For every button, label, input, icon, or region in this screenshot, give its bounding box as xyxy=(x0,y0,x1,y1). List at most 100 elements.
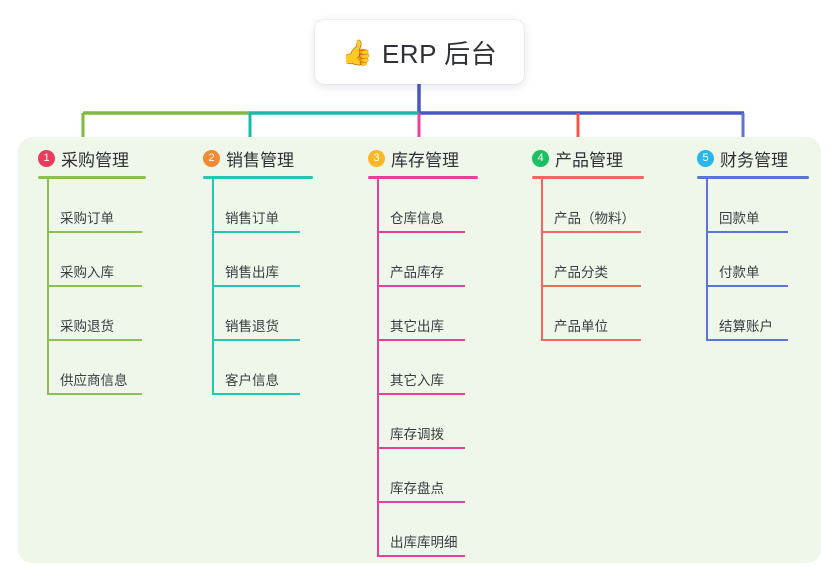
branch-title: 库存管理 xyxy=(391,150,459,170)
branch-item-label: 产品分类 xyxy=(554,265,608,280)
branch-number-badge: 2 xyxy=(203,149,220,167)
branch-item-rule xyxy=(377,555,465,557)
branch-item[interactable]: 仓库信息 xyxy=(368,179,478,233)
branch-item-label: 库存盘点 xyxy=(390,481,444,496)
branch-item-rule xyxy=(377,393,465,395)
branch-item[interactable]: 回款单 xyxy=(697,179,809,233)
branch-item-rule xyxy=(212,231,300,233)
branch-number-badge: 1 xyxy=(38,149,55,167)
branch-item[interactable]: 其它入库 xyxy=(368,341,478,395)
branch-header-2[interactable]: 2 销售管理 xyxy=(203,146,313,170)
branch-item-rule xyxy=(541,339,641,341)
branch-item[interactable]: 销售出库 xyxy=(203,233,313,287)
branch-title: 采购管理 xyxy=(61,150,129,170)
branch-number-badge: 3 xyxy=(368,149,385,167)
branch-item[interactable]: 产品库存 xyxy=(368,233,478,287)
branch-column-2: 2 销售管理销售订单销售出库销售退货客户信息 xyxy=(203,146,313,395)
branch-item[interactable]: 库存调拨 xyxy=(368,395,478,449)
branch-item[interactable]: 产品单位 xyxy=(532,287,644,341)
branch-item[interactable]: 销售退货 xyxy=(203,287,313,341)
branch-header-5[interactable]: 5 财务管理 xyxy=(697,146,809,170)
branch-item[interactable]: 销售订单 xyxy=(203,179,313,233)
branch-item-list: 回款单付款单结算账户 xyxy=(697,179,809,341)
thumbs-up-icon: 👍 xyxy=(341,37,373,67)
branch-spine xyxy=(47,179,49,395)
branch-column-3: 3 库存管理仓库信息产品库存其它出库其它入库库存调拨库存盘点出库库明细 xyxy=(368,146,478,557)
branch-item-rule xyxy=(212,339,300,341)
branch-item-label: 采购订单 xyxy=(60,211,114,226)
branch-item-rule xyxy=(377,339,465,341)
branch-number-badge: 5 xyxy=(697,149,714,167)
branch-item[interactable]: 付款单 xyxy=(697,233,809,287)
branch-item-label: 其它入库 xyxy=(390,373,444,388)
branch-title: 产品管理 xyxy=(555,150,623,170)
branch-number-badge: 4 xyxy=(532,149,549,167)
branch-item-label: 销售出库 xyxy=(225,265,279,280)
branch-item-label: 其它出库 xyxy=(390,319,444,334)
branch-item-rule xyxy=(706,285,788,287)
branch-column-5: 5 财务管理回款单付款单结算账户 xyxy=(697,146,809,341)
branch-item-label: 销售订单 xyxy=(225,211,279,226)
branch-item-rule xyxy=(47,339,142,341)
branch-header-rule xyxy=(203,176,313,179)
branch-item-rule xyxy=(377,231,465,233)
branch-header-rule xyxy=(38,176,146,179)
branch-item-rule xyxy=(541,231,641,233)
branch-item-label: 仓库信息 xyxy=(390,211,444,226)
branch-item-label: 采购入库 xyxy=(60,265,114,280)
branch-item-rule xyxy=(377,285,465,287)
branch-item[interactable]: 采购退货 xyxy=(38,287,146,341)
branch-item[interactable]: 结算账户 xyxy=(697,287,809,341)
branch-column-1: 1 采购管理采购订单采购入库采购退货供应商信息 xyxy=(38,146,146,395)
branch-item[interactable]: 供应商信息 xyxy=(38,341,146,395)
branch-item-rule xyxy=(47,393,142,395)
branch-item-list: 产品（物料） 产品分类产品单位 xyxy=(532,179,644,341)
branch-spine xyxy=(377,179,379,557)
branch-item-rule xyxy=(377,501,465,503)
branch-item[interactable]: 采购订单 xyxy=(38,179,146,233)
branch-item-rule xyxy=(706,339,788,341)
branch-item-rule xyxy=(47,231,142,233)
branch-item-rule xyxy=(212,285,300,287)
branch-item-label: 产品单位 xyxy=(554,319,608,334)
branch-header-rule xyxy=(368,176,478,179)
branch-header-1[interactable]: 1 采购管理 xyxy=(38,146,146,170)
branch-item-label: 供应商信息 xyxy=(60,373,128,388)
branch-item-rule xyxy=(47,285,142,287)
branches-panel xyxy=(18,137,821,563)
branch-title: 财务管理 xyxy=(720,150,788,170)
branch-item[interactable]: 采购入库 xyxy=(38,233,146,287)
branch-item-rule xyxy=(212,393,300,395)
branch-item-label: 采购退货 xyxy=(60,319,114,334)
branch-item-rule xyxy=(541,285,641,287)
root-node-title: ERP 后台 xyxy=(381,38,498,69)
branch-header-3[interactable]: 3 库存管理 xyxy=(368,146,478,170)
branch-column-4: 4 产品管理产品（物料） 产品分类产品单位 xyxy=(532,146,644,341)
branch-item-list: 仓库信息产品库存其它出库其它入库库存调拨库存盘点出库库明细 xyxy=(368,179,478,557)
branch-item[interactable]: 出库库明细 xyxy=(368,503,478,557)
branch-item-label: 产品库存 xyxy=(390,265,444,280)
branch-item[interactable]: 产品分类 xyxy=(532,233,644,287)
branch-item-label: 付款单 xyxy=(719,265,760,280)
branch-item[interactable]: 客户信息 xyxy=(203,341,313,395)
branch-header-rule xyxy=(532,176,644,179)
branch-item-list: 采购订单采购入库采购退货供应商信息 xyxy=(38,179,146,395)
branch-item[interactable]: 产品（物料） xyxy=(532,179,644,233)
branch-item-label: 结算账户 xyxy=(719,319,773,334)
branch-item[interactable]: 库存盘点 xyxy=(368,449,478,503)
branch-item[interactable]: 其它出库 xyxy=(368,287,478,341)
branch-header-4[interactable]: 4 产品管理 xyxy=(532,146,644,170)
branch-spine xyxy=(212,179,214,395)
branch-spine xyxy=(541,179,543,341)
branch-item-label: 销售退货 xyxy=(225,319,279,334)
branch-item-rule xyxy=(706,231,788,233)
branch-item-label: 产品（物料） xyxy=(554,211,635,226)
root-node-content: 👍 ERP 后台 xyxy=(342,34,497,71)
branch-item-label: 库存调拨 xyxy=(390,427,444,442)
branch-header-rule xyxy=(697,176,809,179)
branch-item-label: 出库库明细 xyxy=(390,535,458,550)
root-node[interactable]: 👍 ERP 后台 xyxy=(315,20,524,84)
branch-item-list: 销售订单销售出库销售退货客户信息 xyxy=(203,179,313,395)
branch-title: 销售管理 xyxy=(226,150,294,170)
